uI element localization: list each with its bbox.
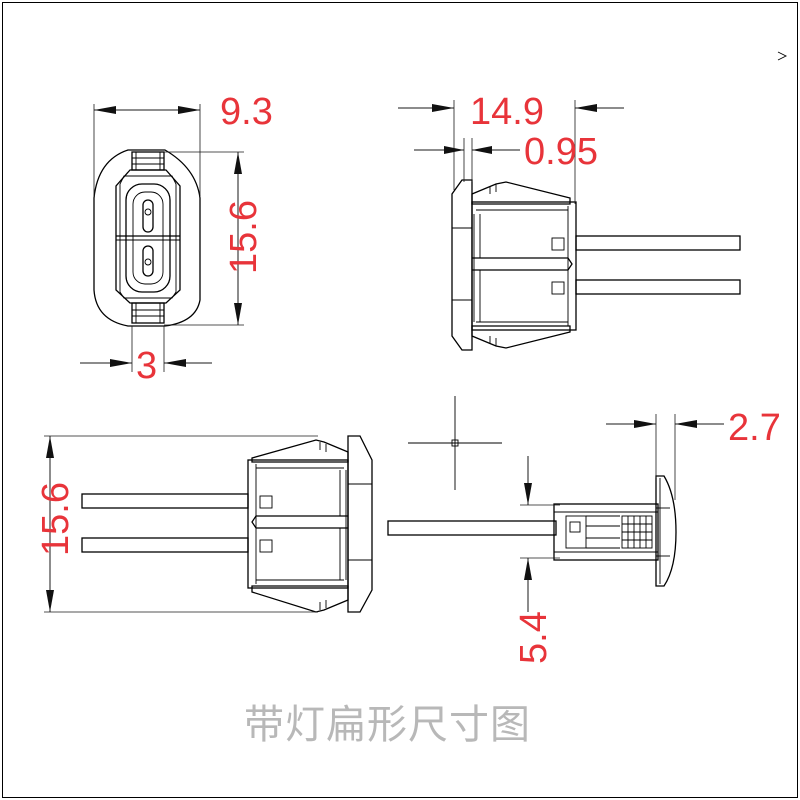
front-height-label: 15.6 (223, 200, 265, 274)
right-pin-gap-label: 5.4 (513, 611, 555, 664)
bottom-height-label: 15.6 (35, 482, 77, 556)
right-flange-dimension (606, 414, 724, 500)
center-crosshair (408, 396, 502, 490)
end-side-view (387, 475, 677, 587)
corner-mark (777, 51, 788, 61)
right-pin-gap-dimension (520, 456, 560, 612)
side-flange-label: 0.95 (524, 131, 598, 173)
side-length-label: 14.9 (470, 91, 544, 133)
front-height-dimension (164, 151, 244, 326)
side-flange-dimension (414, 138, 520, 182)
front-slot-label: 3 (136, 345, 157, 387)
front-width-label: 9.3 (220, 91, 273, 133)
front-view (93, 149, 201, 327)
mirrored-side-view (81, 435, 373, 613)
drawing-title: 带灯扁形尺寸图 (244, 702, 531, 748)
side-length-dimension (398, 100, 624, 204)
front-slot-dimension (80, 326, 212, 372)
front-width-dimension (93, 104, 201, 196)
side-view (451, 179, 741, 351)
bottom-height-dimension (44, 435, 318, 613)
right-flange-label: 2.7 (728, 407, 781, 449)
